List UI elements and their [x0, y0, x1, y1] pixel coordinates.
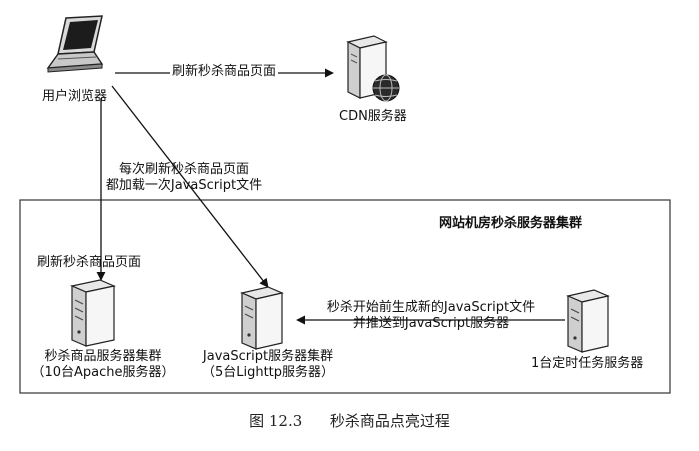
cluster-title: 网站机房秒杀服务器集群	[439, 216, 583, 231]
server-icon	[566, 289, 610, 353]
js-cluster-label: JavaScript服务器集群 （5台Lighttp服务器）	[178, 349, 358, 381]
seckill-cluster-label-line2: （10台Apache服务器）	[31, 365, 175, 380]
timer-server-label: 1台定时任务服务器	[531, 356, 644, 371]
edge-label-browser-to-cdn: 刷新秒杀商品页面	[170, 64, 279, 80]
edge-label-timer-to-js: 秒杀开始前生成新的JavaScript文件 并推送到JavaScript服务器	[306, 300, 556, 332]
js-cluster-label-line1: JavaScript服务器集群	[202, 349, 334, 364]
server-globe-icon	[346, 35, 400, 102]
seckill-cluster-label-line1: 秒杀商品服务器集群	[44, 349, 162, 364]
server-icon	[70, 279, 116, 347]
cdn-label: CDN服务器	[339, 109, 407, 124]
figure-number: 图 12.3	[249, 412, 303, 430]
seckill-cluster-label: 秒杀商品服务器集群 （10台Apache服务器）	[26, 349, 180, 381]
edge-browser-to-js	[111, 85, 269, 288]
laptop-icon	[46, 15, 104, 73]
cluster-frame	[19, 199, 671, 394]
edge-label-timer-to-js-line2: 并推送到JavaScript服务器	[352, 316, 510, 331]
browser-label: 用户浏览器	[42, 89, 108, 104]
edge-label-browser-to-js: 每次刷新秒杀商品页面 都加载一次JavaScript文件	[66, 162, 302, 194]
edge-label-browser-to-js-line2: 都加载一次JavaScript文件	[105, 178, 263, 193]
server-icon	[240, 286, 284, 350]
edge-label-timer-to-js-line1: 秒杀开始前生成新的JavaScript文件	[326, 300, 536, 315]
edge-label-browser-to-js-line1: 每次刷新秒杀商品页面	[118, 162, 249, 177]
edge-label-browser-to-seckill: 刷新秒杀商品页面	[37, 255, 142, 270]
figure-caption: 图 12.3 秒杀商品点亮过程	[0, 413, 699, 429]
figure-title: 秒杀商品点亮过程	[329, 412, 450, 430]
js-cluster-label-line2: （5台Lighttp服务器）	[201, 365, 335, 380]
